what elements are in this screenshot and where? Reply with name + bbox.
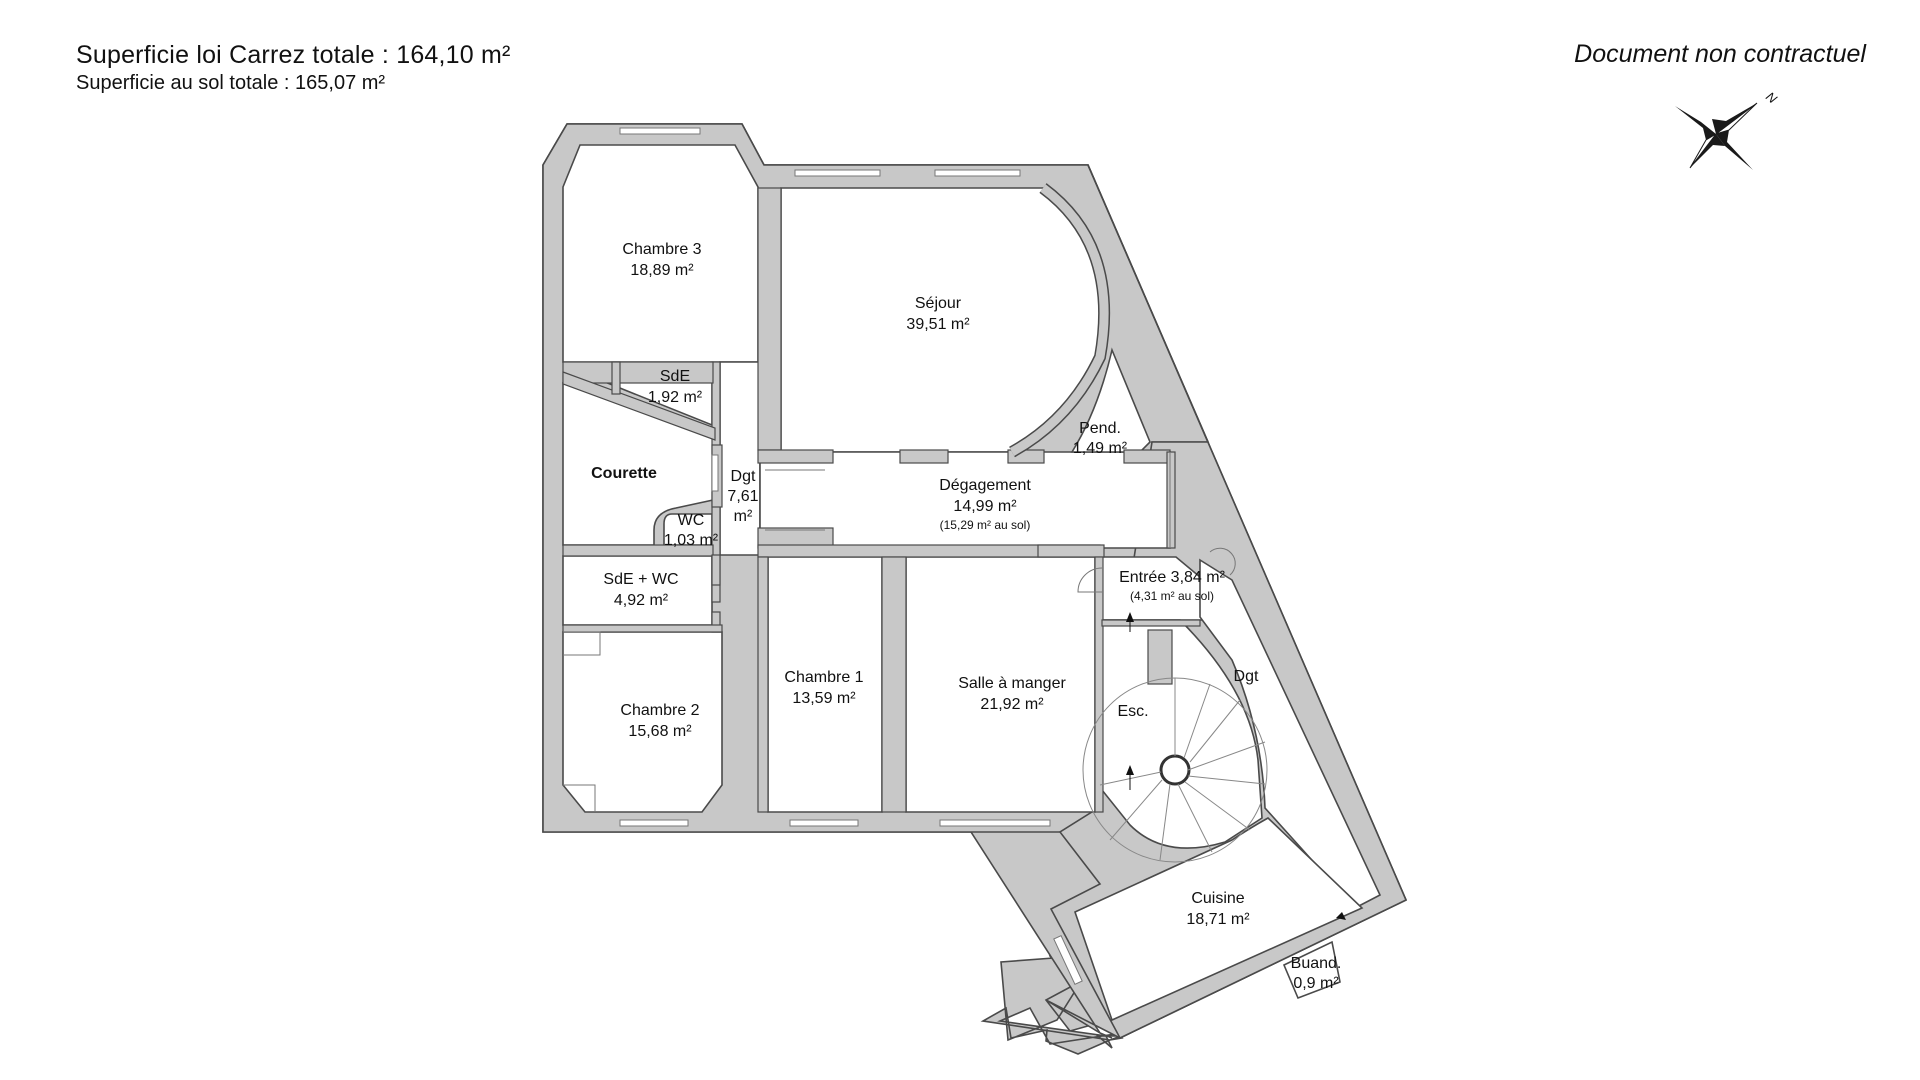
cuisine-name: Cuisine: [1191, 890, 1244, 907]
pend-area: 1,49 m²: [1073, 440, 1128, 457]
room-pend: [1070, 347, 1151, 453]
chambre1-name: Chambre 1: [784, 669, 863, 686]
disclaimer: Document non contractuel: [1574, 40, 1866, 68]
sde-wc-area: 4,92 m²: [614, 592, 669, 609]
spiral-staircase: [1082, 612, 1346, 920]
door-swings: [563, 452, 1236, 812]
degagement-note: (15,29 m² au sol): [940, 518, 1031, 532]
room-esc: [1101, 619, 1263, 849]
degagement-name: Dégagement: [939, 477, 1031, 494]
esc-name: Esc.: [1117, 703, 1148, 720]
wc-area: 1,03 m²: [664, 532, 719, 549]
dgt1-area-1: 7,61: [727, 488, 758, 505]
windows: [619, 127, 1083, 986]
buand-name: Buand.: [1291, 955, 1342, 972]
sejour-area: 39,51 m²: [906, 316, 970, 333]
cuisine-area: 18,71 m²: [1186, 911, 1250, 928]
chambre3-area: 18,89 m²: [630, 262, 694, 279]
header: Superficie loi Carrez totale : 164,10 m²…: [76, 40, 511, 96]
dgt2-name: Dgt: [1234, 668, 1259, 685]
courette-name: Courette: [591, 465, 657, 482]
entree-note: (4,31 m² au sol): [1130, 589, 1214, 603]
wc-name: WC: [678, 512, 705, 529]
sejour-name: Séjour: [915, 295, 962, 312]
ground-total: Superficie au sol totale : 165,07 m²: [76, 72, 386, 94]
entree-name: Entrée 3,84 m²: [1119, 569, 1226, 586]
room-dgt1: [719, 361, 761, 556]
sde-name: SdE: [660, 368, 690, 385]
dgt1-name: Dgt: [731, 468, 756, 485]
chambre2-name: Chambre 2: [620, 702, 699, 719]
interior-walls: [562, 187, 1201, 813]
room-labels: Chambre 3 18,89 m² Séjour 39,51 m² SdE 1…: [591, 241, 1341, 992]
room-cuisine: [1074, 817, 1364, 1022]
carrez-total: Superficie loi Carrez totale : 164,10 m²: [76, 41, 511, 69]
room-sde-wc: [562, 555, 713, 626]
dgt1-area-2: m²: [734, 508, 753, 525]
sde-area: 1,92 m²: [648, 389, 703, 406]
salle-manger-area: 21,92 m²: [980, 696, 1044, 713]
salle-manger-name: Salle à manger: [958, 675, 1066, 692]
north-label: N: [1763, 89, 1780, 107]
pend-name: Pend.: [1079, 420, 1121, 437]
compass-icon: N: [1675, 89, 1780, 170]
room-buand: [1282, 940, 1341, 1000]
chambre1-area: 13,59 m²: [792, 690, 856, 707]
chambre2-area: 15,68 m²: [628, 723, 692, 740]
chambre3-name: Chambre 3: [622, 241, 701, 258]
sde-wc-name: SdE + WC: [603, 571, 678, 588]
buand-area: 0,9 m²: [1293, 975, 1339, 992]
degagement-area: 14,99 m²: [953, 498, 1017, 515]
